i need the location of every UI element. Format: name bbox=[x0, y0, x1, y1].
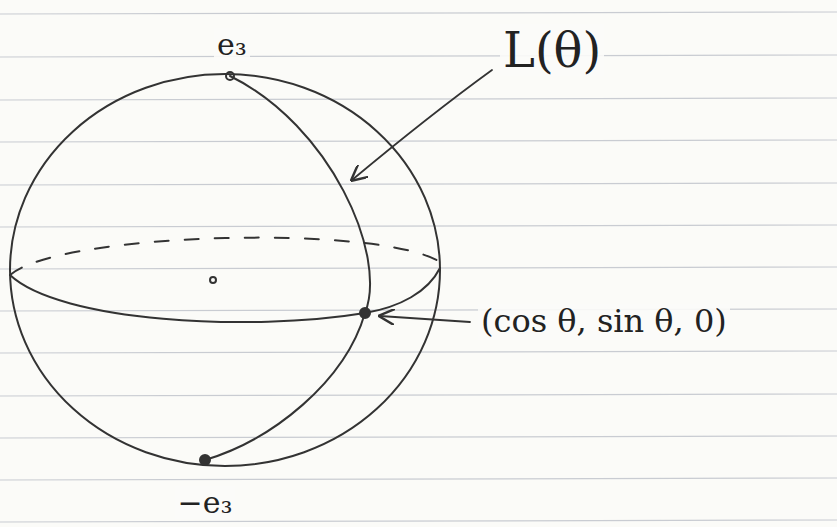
sphere-outline bbox=[10, 74, 440, 466]
equator-back bbox=[10, 238, 440, 275]
leader-arrow bbox=[352, 70, 492, 180]
axis-label: e₃ bbox=[214, 28, 250, 61]
curve-label: L(θ) bbox=[500, 24, 604, 77]
point-dot bbox=[226, 72, 234, 80]
center-dot bbox=[210, 277, 216, 283]
axis-label: −e₃ bbox=[175, 486, 236, 519]
leader-arrow bbox=[380, 316, 470, 322]
meridian-curve bbox=[205, 76, 370, 460]
equator-front bbox=[10, 268, 440, 322]
ruled-lines bbox=[0, 12, 837, 522]
point-dot bbox=[360, 308, 370, 318]
point-label: (cos θ, sin θ, 0) bbox=[478, 304, 730, 339]
point-dot bbox=[200, 455, 210, 465]
